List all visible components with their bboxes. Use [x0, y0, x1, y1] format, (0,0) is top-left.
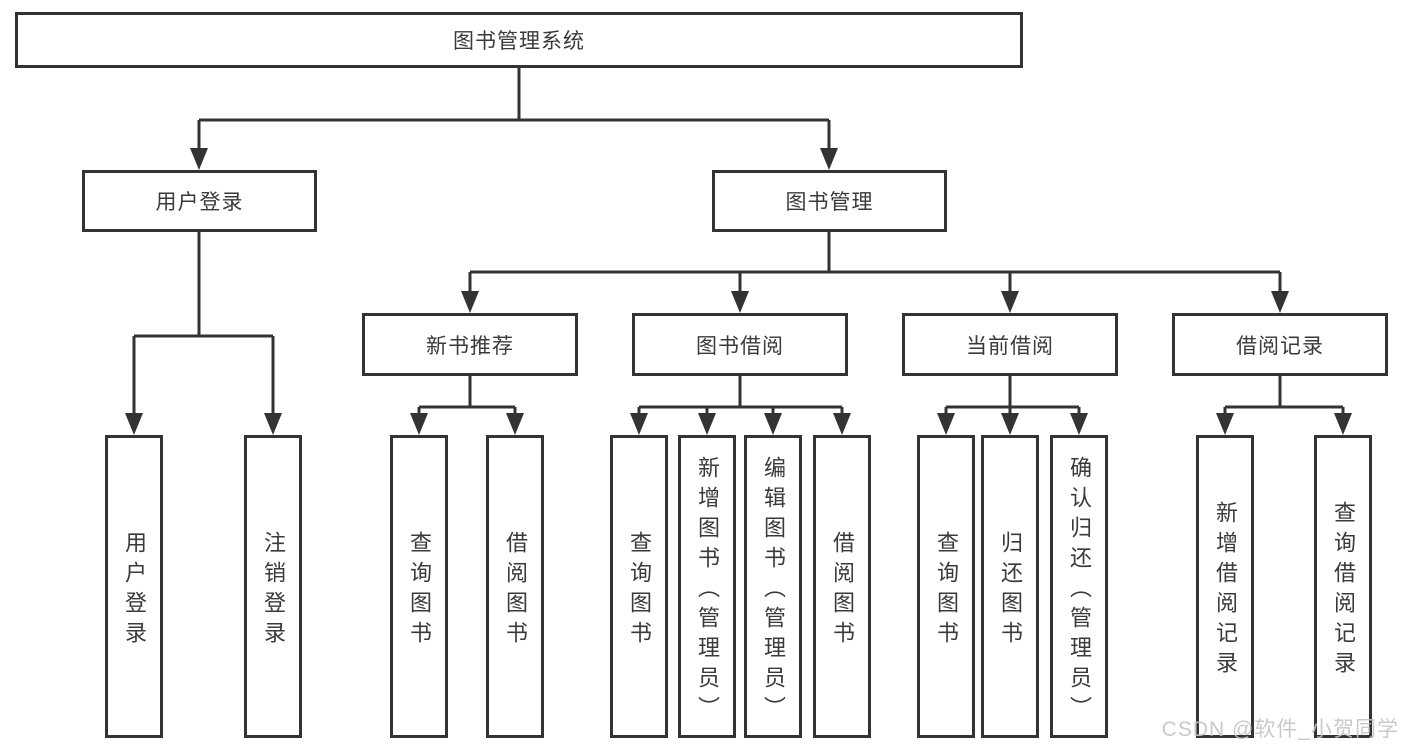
- arrowhead: [937, 413, 955, 435]
- connector-user-login: [132, 232, 275, 419]
- arrowhead: [1271, 291, 1289, 313]
- node-current-borrowing: 当前借阅: [902, 313, 1118, 376]
- connector-book-management: [468, 232, 1282, 297]
- node-logout-leaf: 注销登录: [244, 435, 302, 738]
- arrowhead: [190, 148, 208, 170]
- node-label: 编辑图书（管理员）: [761, 455, 786, 726]
- node-confirm-return-admin: 确认归还（管理员）: [1050, 435, 1108, 738]
- node-book-management: 图书管理: [712, 170, 947, 232]
- arrowhead: [506, 413, 524, 435]
- node-label: 图书管理系统: [453, 30, 585, 53]
- node-borrow-books-borrowing: 借阅图书: [813, 435, 871, 738]
- arrowhead: [461, 291, 479, 313]
- node-query-books-borrowing: 查询图书: [610, 435, 668, 738]
- node-label: 确认归还（管理员）: [1067, 455, 1092, 726]
- arrowhead: [1001, 413, 1019, 435]
- node-label: 查询图书: [407, 530, 432, 651]
- arrowhead: [630, 413, 648, 435]
- node-library-system: 图书管理系统: [15, 12, 1023, 68]
- arrowhead: [264, 413, 282, 435]
- node-return-books: 归还图书: [981, 435, 1039, 738]
- node-user-login: 用户登录: [82, 170, 317, 232]
- node-label: 新增借阅记录: [1213, 500, 1238, 681]
- node-user-login-leaf: 用户登录: [105, 435, 163, 738]
- node-label: 借阅图书: [503, 530, 528, 651]
- node-label: 借阅图书: [830, 530, 855, 651]
- node-label: 图书借阅: [696, 334, 784, 358]
- node-label: 查询图书: [627, 530, 652, 651]
- node-label: 新增图书（管理员）: [695, 455, 720, 726]
- arrowhead: [410, 413, 428, 435]
- node-label: 借阅记录: [1236, 334, 1324, 358]
- connector-root: [197, 68, 831, 154]
- csdn-watermark: CSDN @软件_小贺同学: [1161, 718, 1399, 741]
- arrowhead: [1216, 413, 1234, 435]
- node-add-borrow-record: 新增借阅记录: [1196, 435, 1254, 738]
- connector-book-borrowing: [637, 376, 844, 421]
- node-query-books-current: 查询图书: [917, 435, 975, 738]
- node-query-borrow-record: 查询借阅记录: [1314, 435, 1372, 738]
- arrowhead: [1070, 413, 1088, 435]
- connector-borrowing-records: [1223, 376, 1345, 421]
- node-label: 用户登录: [155, 191, 244, 214]
- node-add-books-admin: 新增图书（管理员）: [678, 435, 736, 738]
- node-label: 注销登录: [261, 530, 286, 651]
- arrowhead: [125, 413, 143, 435]
- node-borrowing-records: 借阅记录: [1172, 313, 1388, 376]
- node-label: 用户登录: [122, 530, 147, 651]
- node-query-books-recommend: 查询图书: [390, 435, 448, 738]
- node-label: 查询借阅记录: [1331, 500, 1356, 681]
- arrowhead: [698, 413, 716, 435]
- node-label: 归还图书: [998, 530, 1023, 651]
- node-label: 图书管理: [785, 191, 874, 214]
- arrowhead: [764, 413, 782, 435]
- node-label: 当前借阅: [966, 334, 1054, 358]
- node-edit-books-admin: 编辑图书（管理员）: [744, 435, 802, 738]
- arrowhead: [833, 413, 851, 435]
- node-borrow-books-recommend: 借阅图书: [486, 435, 544, 738]
- node-book-borrowing: 图书借阅: [632, 313, 848, 376]
- arrowhead: [1334, 413, 1352, 435]
- node-label: 查询图书: [934, 530, 959, 651]
- arrowhead: [820, 148, 838, 170]
- node-label: 新书推荐: [426, 334, 514, 358]
- arrowhead: [1001, 291, 1019, 313]
- node-new-book-recommendation: 新书推荐: [362, 313, 578, 376]
- arrowhead: [731, 291, 749, 313]
- connector-new-book-recommendation: [417, 376, 517, 421]
